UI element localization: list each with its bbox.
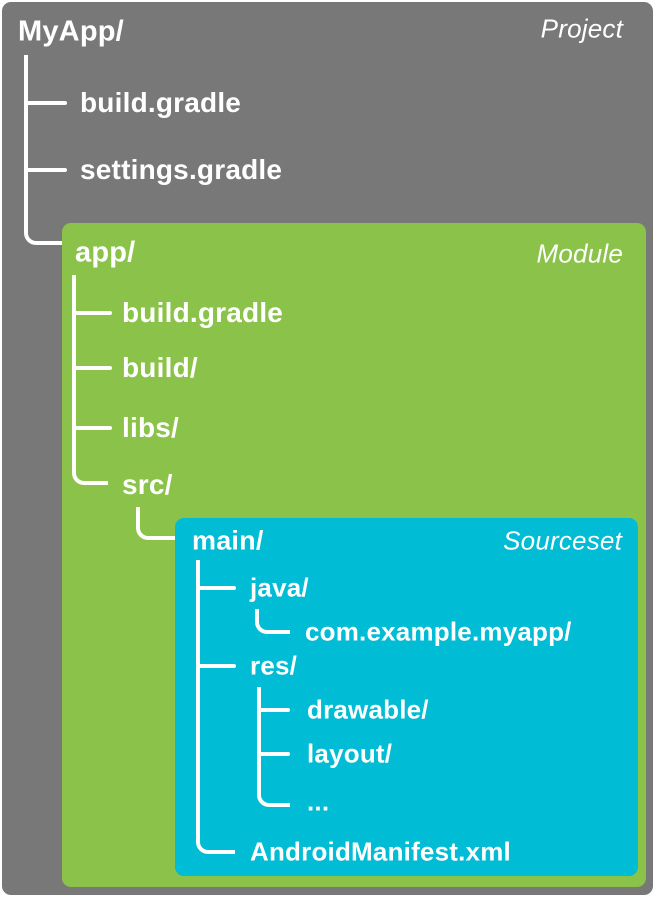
res-branch-line-layout	[257, 752, 290, 756]
java-to-package-connector-line	[255, 609, 290, 634]
sourceset-box: main/ Sourceset java/ com.example.myapp/…	[175, 518, 638, 876]
tree-item-android-manifest: AndroidManifest.xml	[250, 836, 511, 867]
res-subtree-trunk-line	[257, 687, 290, 807]
res-branch-line-drawable	[257, 708, 290, 712]
project-tree-trunk-line	[24, 55, 62, 245]
src-to-main-connector-line	[136, 507, 175, 540]
module-tree-trunk-line	[72, 275, 108, 485]
tree-item-drawable-dir: drawable/	[307, 694, 429, 725]
module-branch-line-libs-dir	[72, 426, 112, 430]
sourceset-root-label: main/	[192, 525, 264, 556]
tree-item-layout-dir: layout/	[307, 738, 393, 769]
tree-item-package-dir: com.example.myapp/	[305, 616, 572, 647]
sourceset-branch-line-res	[196, 664, 236, 668]
tree-item-module-libs-dir: libs/	[122, 412, 180, 443]
module-branch-line-build-dir	[72, 366, 112, 370]
project-branch-line-settings-gradle	[24, 168, 67, 172]
sourceset-type-badge: Sourceset	[503, 525, 622, 556]
tree-item-project-build-gradle: build.gradle	[80, 87, 242, 118]
module-box: app/ Module build.gradle build/ libs/ sr…	[62, 223, 646, 887]
project-root-label: MyApp/	[18, 15, 124, 48]
tree-item-module-build-gradle: build.gradle	[122, 297, 284, 328]
module-branch-line-build-gradle	[72, 311, 112, 315]
project-type-badge: Project	[540, 13, 623, 44]
tree-item-module-build-dir: build/	[122, 352, 198, 383]
tree-item-project-settings-gradle: settings.gradle	[80, 154, 283, 185]
module-root-label: app/	[75, 236, 136, 269]
project-box: MyApp/ Project build.gradle settings.gra…	[2, 2, 653, 895]
sourceset-branch-line-java	[196, 586, 236, 590]
tree-item-res-dir: res/	[250, 650, 298, 681]
tree-item-ellipsis: ...	[307, 786, 330, 817]
module-type-badge: Module	[536, 238, 623, 269]
sourceset-tree-trunk-line	[196, 560, 235, 854]
tree-item-java-dir: java/	[250, 572, 309, 603]
tree-item-module-src-dir: src/	[122, 469, 173, 500]
project-branch-line-build-gradle	[24, 101, 67, 105]
